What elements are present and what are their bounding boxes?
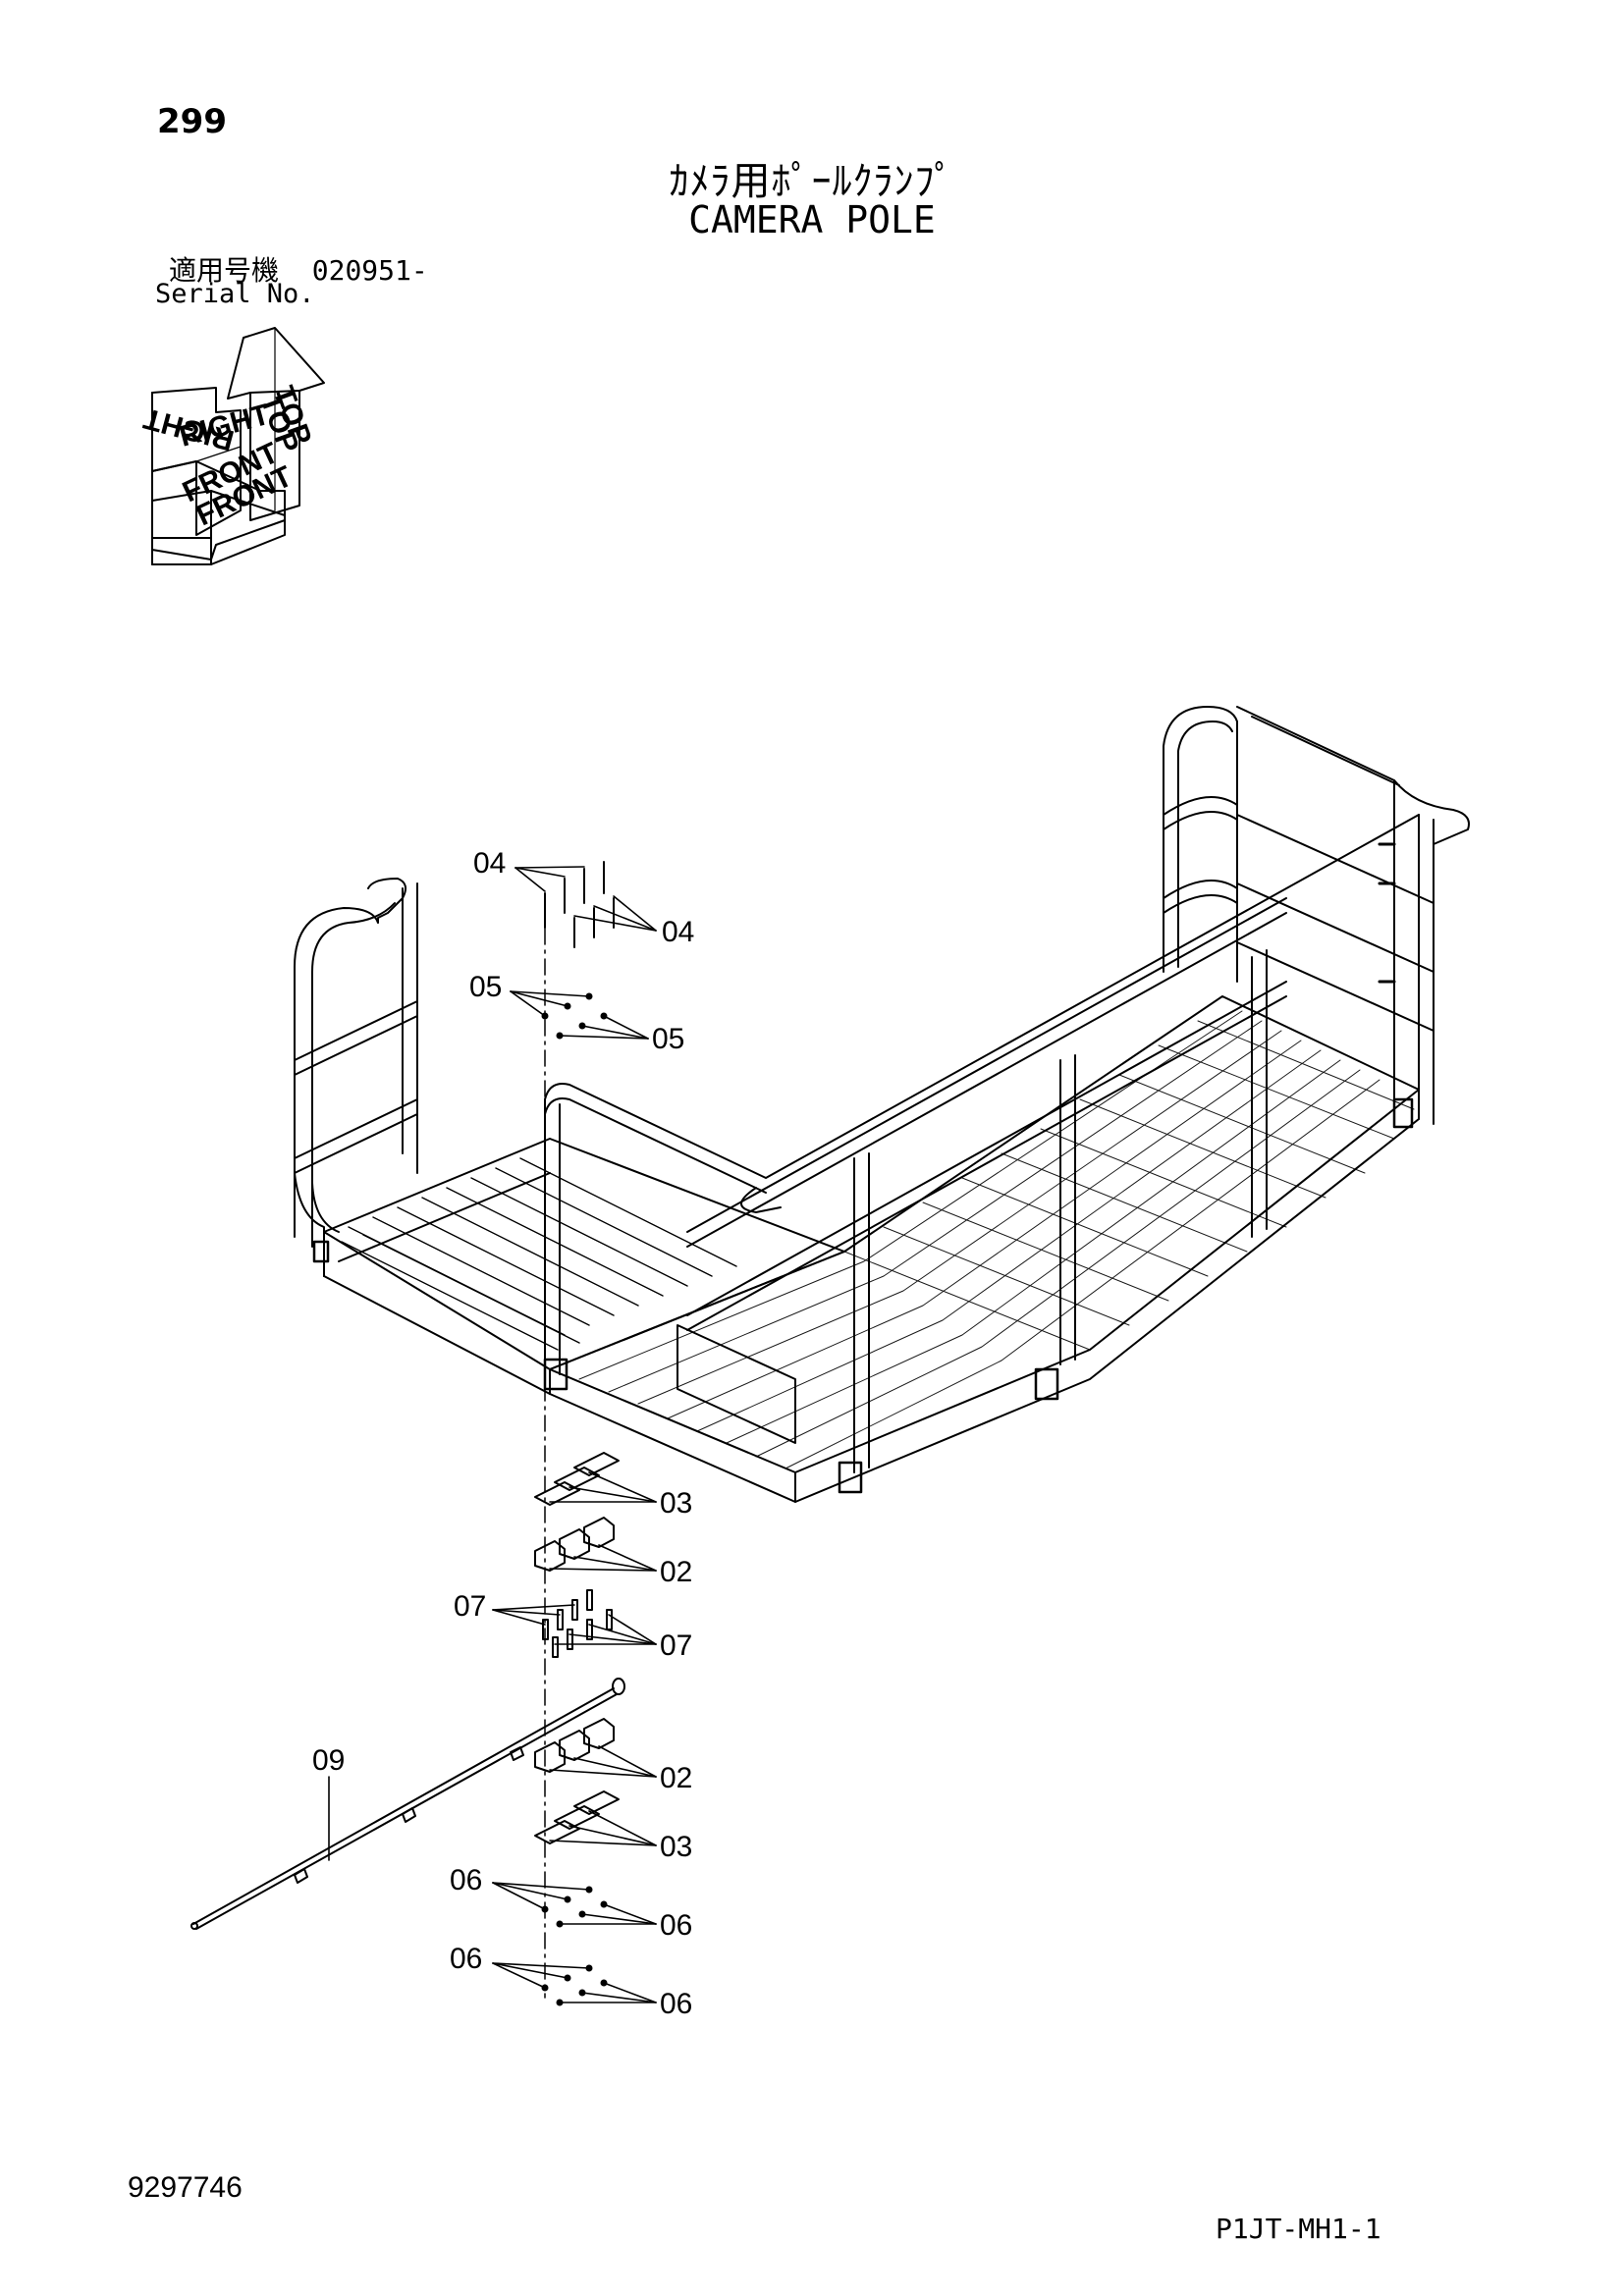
serial-label-en: Serial No.	[155, 279, 315, 309]
callout-label: 05	[652, 1023, 684, 1055]
callout-label: 05	[469, 971, 502, 1003]
drawing-number: 9297746	[128, 2171, 243, 2204]
callout-label: 03	[660, 1831, 692, 1863]
callout-label: 07	[454, 1590, 486, 1623]
callout-label: 06	[660, 1988, 692, 2020]
title-english: CAMERA POLE	[688, 198, 936, 241]
walkway-platform-frame	[294, 706, 1470, 1503]
leader-lines	[328, 866, 657, 2003]
callout-label: 02	[660, 1762, 692, 1794]
title-japanese: ｶﾒﾗ用ﾎﾟｰﾙｸﾗﾝﾌﾟ	[669, 159, 955, 204]
pole-clamp-stack	[190, 861, 625, 2006]
serial-value: 020951-	[311, 254, 428, 287]
camera-pole	[190, 1678, 625, 1930]
callout-label: 04	[662, 916, 694, 948]
serial-applicability: 適用号機 020951-	[169, 249, 428, 289]
sheet-code: P1JT-MH1-1	[1216, 2213, 1381, 2245]
callout-label: 04	[473, 847, 506, 880]
orientation-key-icon: TOP TOP RIGHT RIGHT FRONT FRONT	[140, 327, 325, 565]
callout-label: 09	[312, 1744, 345, 1777]
callout-label: 06	[450, 1864, 482, 1896]
callout-label: 02	[660, 1556, 692, 1588]
serial-label-jp: 適用号機	[169, 254, 280, 287]
callout-label: 03	[660, 1487, 692, 1520]
callout-label: 06	[450, 1943, 482, 1975]
callout-label: 07	[660, 1629, 692, 1662]
page-number: 299	[157, 102, 227, 141]
callout-label: 06	[660, 1909, 692, 1942]
